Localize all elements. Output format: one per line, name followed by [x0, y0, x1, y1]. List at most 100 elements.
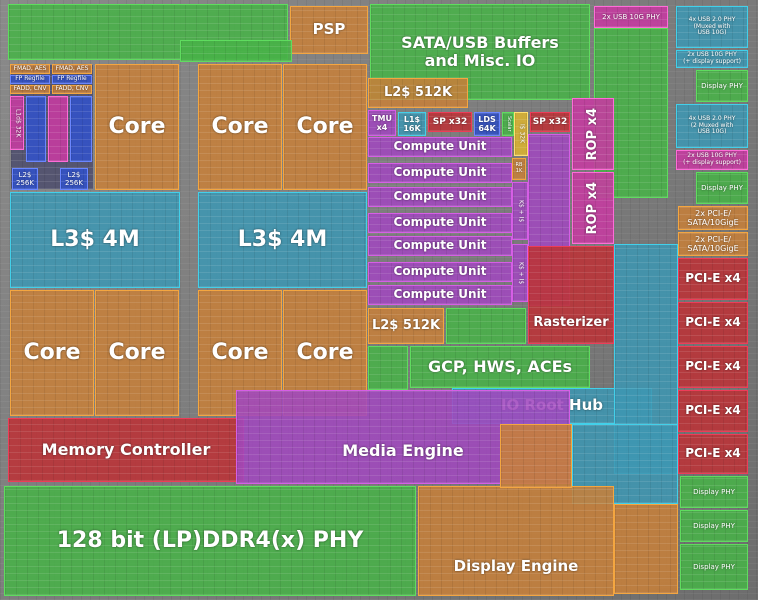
- cu6-label: Compute Unit: [393, 264, 487, 279]
- l2-512k-bottom-label: L2$ 512K: [371, 317, 441, 333]
- rop-x4-a: ROP x4: [572, 98, 614, 170]
- display-phy-e-label: Display PHY: [693, 562, 735, 571]
- display-phy-d-label: Display PHY: [693, 521, 735, 530]
- fmad-aes-a-label: FMAD, AES: [13, 64, 47, 72]
- sp-x32-b-label: SP x32: [532, 116, 568, 127]
- core-5: Core: [283, 64, 367, 190]
- core-logic-b: [48, 96, 68, 162]
- l3-cache-right: L3$ 4M: [198, 192, 367, 288]
- core-6-label: Core: [211, 340, 269, 366]
- core-2-label: Core: [23, 340, 81, 366]
- scalar-unit: Scalar: [502, 112, 514, 136]
- ddr-phy-label: 128 bit (LP)DDR4(x) PHY: [56, 528, 364, 554]
- rop-a-label: ROP x4: [584, 107, 600, 161]
- display-engine: Display Engine: [418, 486, 614, 596]
- icache-32k: I$ 32K: [514, 112, 528, 156]
- icache-label: I$ 32K: [518, 124, 526, 144]
- cu4-label: Compute Unit: [393, 215, 487, 230]
- cu7-label: Compute Unit: [393, 287, 487, 302]
- memory-controller-label: Memory Controller: [41, 439, 211, 459]
- core-6: Core: [198, 290, 282, 416]
- pcie-x4-4-label: PCI-E x4: [685, 403, 741, 418]
- l1-16k-label: L1$ 16K: [403, 114, 421, 133]
- usb20-phy-b: 4x USB 2.0 PHY (2 Muxed with USB 10G): [676, 104, 748, 148]
- rop-x4-b: ROP x4: [572, 172, 614, 244]
- lds-64k: LDS 64K: [474, 112, 500, 136]
- kcache-icache-b: K$ + I$: [512, 244, 528, 302]
- rop-b-label: ROP x4: [584, 181, 600, 235]
- usb10g-top-label: 2x USB 10G PHY: [602, 12, 660, 21]
- l3-cache-left: L3$ 4M: [10, 192, 180, 288]
- usb20-phy-a-label: 4x USB 2.0 PHY (Muxed with USB 10G): [688, 15, 736, 37]
- gcp-hws-aces: GCP, HWS, ACEs: [410, 346, 590, 388]
- core-logic-a: [26, 96, 46, 162]
- compute-unit-4: Compute Unit: [368, 213, 512, 233]
- compute-unit-7: Compute Unit: [368, 285, 512, 305]
- pcie-x4-4: PCI-E x4: [678, 390, 748, 432]
- fp-regfile-b: FP Regfile: [52, 75, 92, 84]
- pcie-x4-5-label: PCI-E x4: [685, 446, 741, 461]
- ks-b-label: K$ + I$: [517, 261, 525, 285]
- display-engine-upper: [500, 424, 572, 488]
- top-left-io-strip: [8, 4, 288, 60]
- tmu-x4: TMU x4: [368, 110, 396, 136]
- cu3-label: Compute Unit: [393, 189, 487, 204]
- rb-1k: RB 1K: [512, 158, 526, 180]
- rasterizer: Rasterizer: [528, 246, 614, 344]
- fmad-aes-b-label: FMAD, AES: [55, 64, 89, 72]
- cu5-label: Compute Unit: [393, 238, 487, 253]
- sp-x32-b: SP x32: [530, 112, 570, 132]
- fp-regfile-a-label: FP Regfile: [15, 75, 45, 83]
- display-phy-a-label: Display PHY: [701, 81, 743, 90]
- pcie-x4-2: PCI-E x4: [678, 302, 748, 344]
- compute-unit-2: Compute Unit: [368, 163, 512, 183]
- pcie-x4-1: PCI-E x4: [678, 258, 748, 300]
- usb10g-phy-b: 2x USB 10G PHY (+ display support): [676, 50, 748, 68]
- core-4: Core: [198, 64, 282, 190]
- fmad-aes-a: FMAD, AES: [10, 64, 50, 74]
- display-phy-b: Display PHY: [696, 172, 748, 204]
- usb10g-phy-c: 2x USB 10G PHY (+ display support): [676, 150, 748, 170]
- display-engine-label: Display Engine: [453, 556, 579, 575]
- core-1: Core: [95, 64, 179, 190]
- cu2-label: Compute Unit: [393, 165, 487, 180]
- usb20-phy-a: 4x USB 2.0 PHY (Muxed with USB 10G): [676, 6, 748, 48]
- sp-x32-a-label: SP x32: [432, 116, 468, 127]
- core-logic-c: [70, 96, 92, 162]
- l3-right-label: L3$ 4M: [237, 227, 328, 253]
- scalar-label: Scalar: [505, 116, 512, 132]
- l2-512k-top-label: L2$ 512K: [383, 84, 453, 100]
- compute-unit-3: Compute Unit: [368, 187, 512, 207]
- usb10g-phy-b-label: 2x USB 10G PHY (+ display support): [683, 51, 741, 65]
- compute-unit-6: Compute Unit: [368, 262, 512, 282]
- right-top-strip: [180, 40, 292, 62]
- l2-256k-a-label: L2$ 256K: [16, 170, 34, 187]
- psp-label: PSP: [312, 20, 346, 39]
- usb10g-phy-c-label: 2x USB 10G PHY (+ display support): [683, 152, 741, 166]
- fadd-cnv-b-label: FADD, CNV: [55, 85, 89, 93]
- sp-x32-a: SP x32: [428, 112, 472, 132]
- core-2: Core: [10, 290, 94, 416]
- l2-256k-b-label: L2$ 256K: [65, 170, 83, 187]
- display-phy-b-label: Display PHY: [701, 183, 743, 192]
- fmad-aes-b: FMAD, AES: [52, 64, 92, 74]
- cu1-label: Compute Unit: [393, 139, 487, 154]
- fadd-cnv-a-label: FADD, CNV: [13, 85, 47, 93]
- l2-256k-b: L2$ 256K: [60, 168, 88, 190]
- l2-256k-a: L2$ 256K: [12, 168, 38, 190]
- tmu-label: TMU x4: [372, 113, 392, 132]
- pcie-x4-3: PCI-E x4: [678, 346, 748, 388]
- usb10g-top-block: 2x USB 10G PHY: [594, 6, 668, 28]
- core-3: Core: [95, 290, 179, 416]
- l1d-32k-label: L1d$ 32K: [14, 108, 22, 138]
- core-4-label: Core: [211, 114, 269, 140]
- core-3-label: Core: [108, 340, 166, 366]
- gpu-green-block: [446, 308, 526, 344]
- fp-regfile-b-label: FP Regfile: [57, 75, 87, 83]
- orange-right-lower: [614, 504, 678, 594]
- pcie-sata-a: 2x PCI-E/ SATA/10GigE: [678, 206, 748, 230]
- display-phy-c-label: Display PHY: [693, 487, 735, 496]
- fadd-cnv-a: FADD, CNV: [10, 85, 50, 94]
- display-phy-d: Display PHY: [680, 510, 748, 542]
